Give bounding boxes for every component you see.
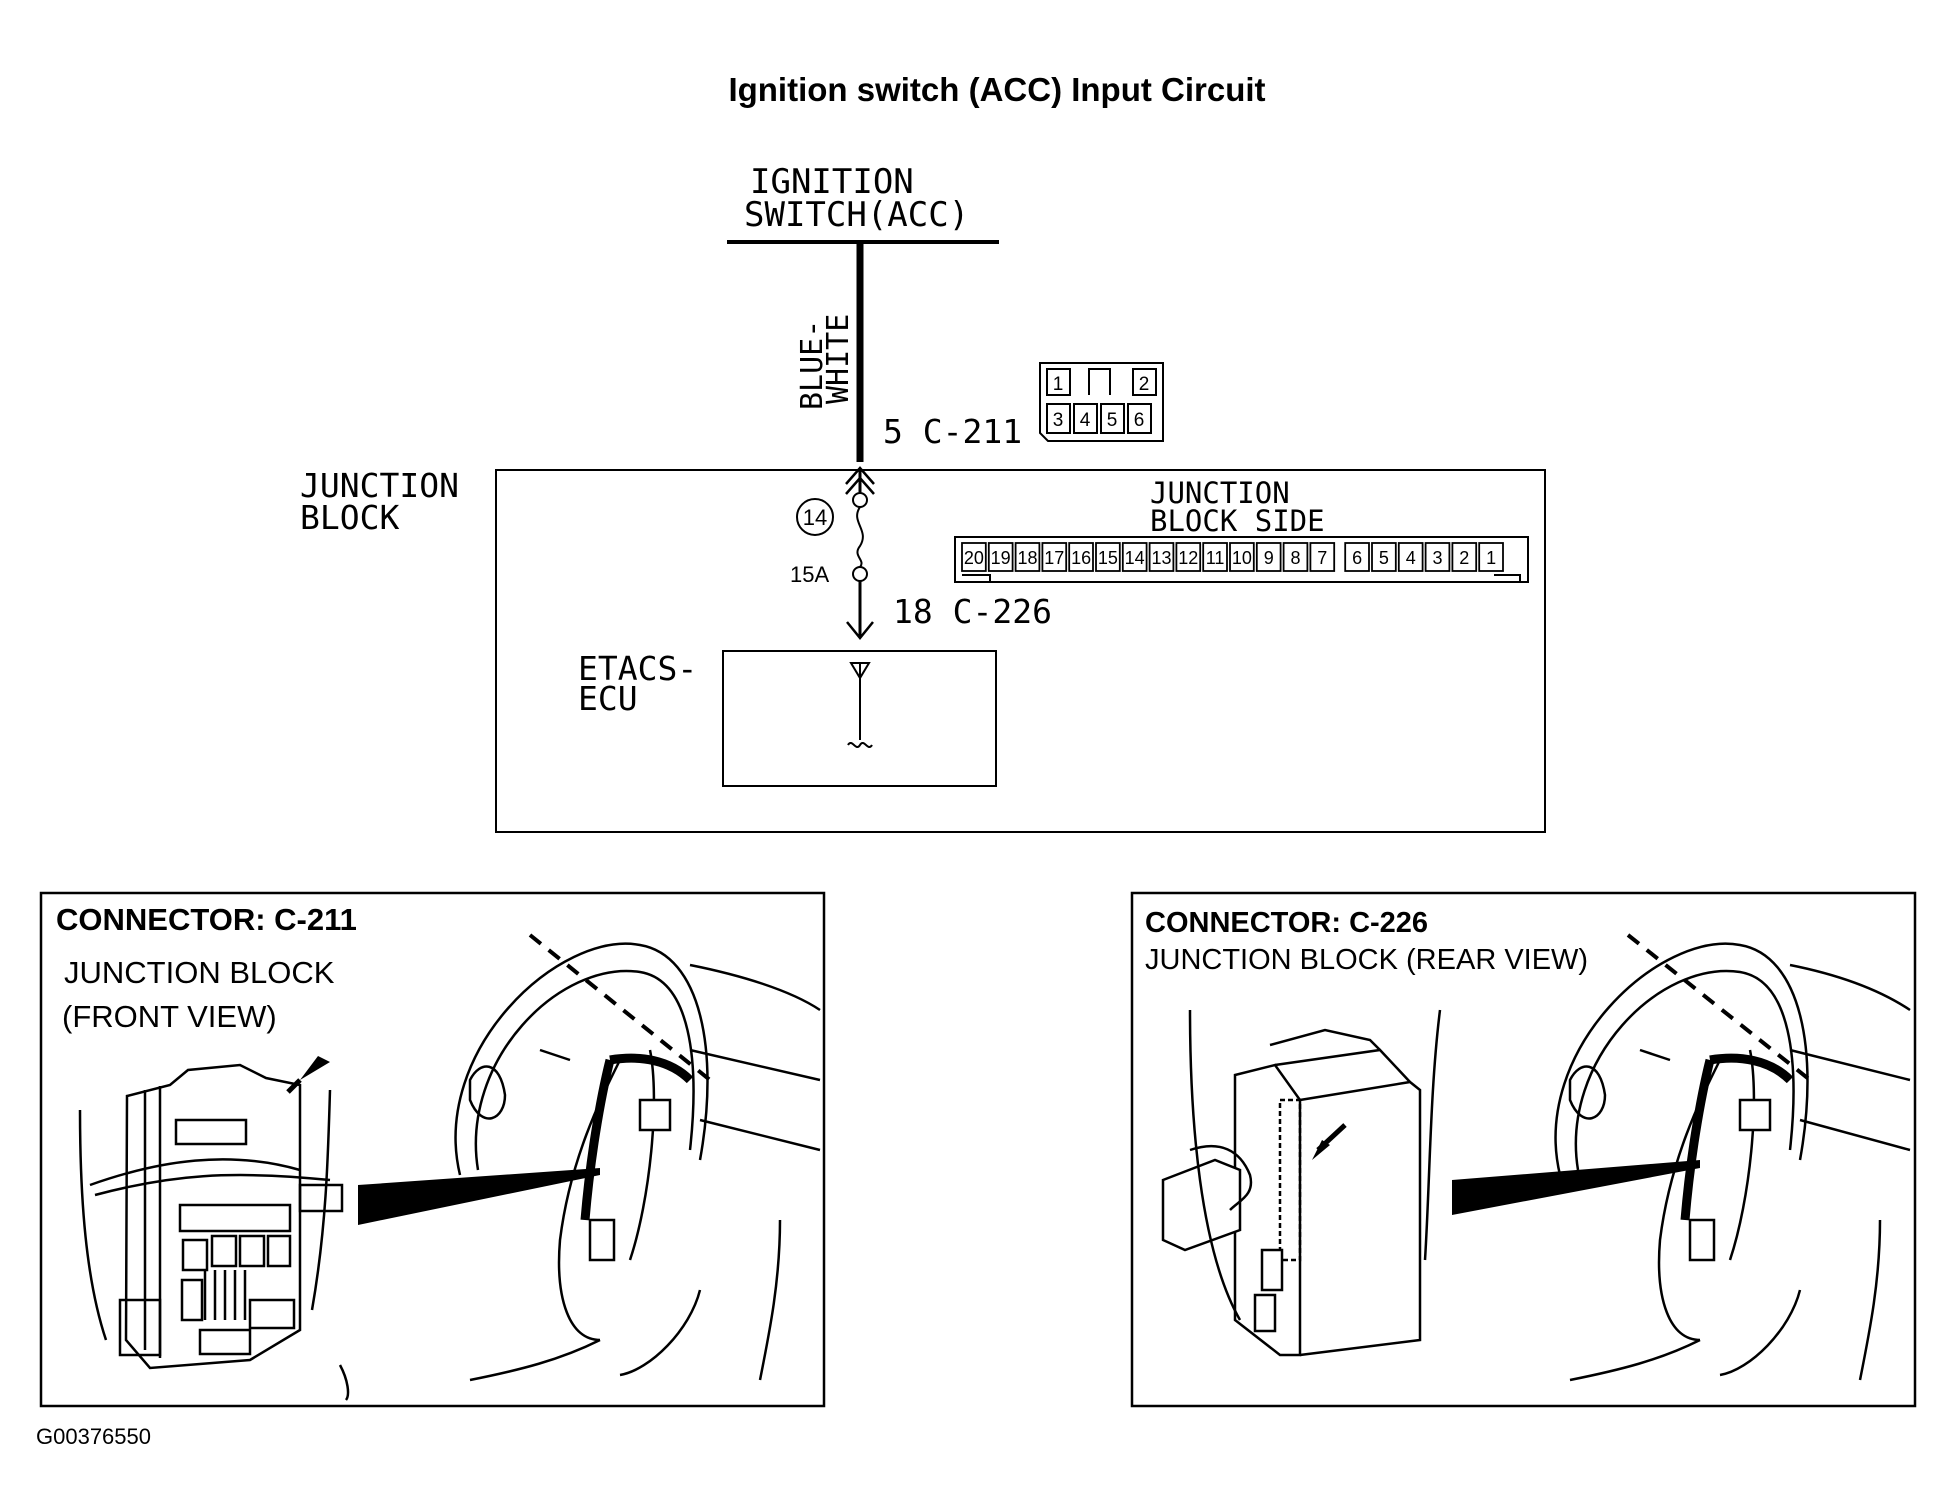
- jb-side-pin-label: 18: [1017, 548, 1037, 568]
- jb-side-pin-label: 15: [1098, 548, 1118, 568]
- jb-side-pin-label: 9: [1264, 548, 1274, 568]
- jb-side-pin-cell: [1397, 542, 1424, 572]
- panel-c226-line1: JUNCTION BLOCK (REAR VIEW): [1145, 944, 1588, 976]
- panel-c226-heading: CONNECTOR: C-226: [1145, 907, 1428, 939]
- junction-block-front-illustration: [78, 1063, 350, 1401]
- jb-side-pin-cell: [1041, 542, 1068, 572]
- jb-side-pin-cell: [1175, 542, 1202, 572]
- jb-side-pin-label: 17: [1044, 548, 1064, 568]
- jb-side-pin-cell: [1014, 542, 1041, 572]
- connector-c226-pin-label: 18 C-226: [893, 592, 1052, 631]
- fuse-rating: 15A: [790, 562, 829, 587]
- jb-side-pin-cell: [1478, 542, 1504, 572]
- wiring-harness-right: [1680, 1058, 1715, 1221]
- jb-side-pin-cell: [1068, 542, 1094, 572]
- panel-c211-frame: [39, 891, 826, 1408]
- fuse-number: 14: [803, 505, 827, 530]
- panel-c211-line2: (FRONT VIEW): [62, 999, 277, 1034]
- jb-side-pin-cell: [1255, 542, 1282, 572]
- ecu-internal-continuation: [847, 742, 873, 748]
- jb-side-pin-label: 19: [991, 548, 1011, 568]
- jb-side-label-line2: BLOCK SIDE: [1150, 504, 1325, 538]
- jb-side-pin-label: 12: [1178, 548, 1198, 568]
- jb-side-pin-cell: [1309, 542, 1336, 572]
- dashboard-illustration-left: [454, 933, 821, 1382]
- jb-side-pin-label: 13: [1151, 548, 1171, 568]
- junction-block-rear-illustration: [1161, 1009, 1442, 1357]
- jb-side-pin-label: 14: [1125, 548, 1145, 568]
- jb-side-pin-label: 11: [1206, 548, 1225, 568]
- dashboard-illustration-right: [1554, 933, 1911, 1382]
- etacs-ecu-box: [722, 650, 997, 787]
- jb-side-pin-cell: [1451, 542, 1478, 572]
- jb-side-pin-cell: [1121, 542, 1148, 572]
- c211-pin-1: 1: [1053, 374, 1064, 395]
- jb-side-pin-label: 20: [964, 548, 984, 568]
- jb-side-pin-label: 5: [1379, 548, 1389, 568]
- c211-pin-4: 4: [1080, 410, 1091, 431]
- fuse-terminal-top: [852, 492, 868, 508]
- jb-side-pin-label: 6: [1352, 548, 1362, 568]
- jb-side-pin-label: 16: [1071, 548, 1091, 568]
- panel-c211-heading: CONNECTOR: C-211: [56, 902, 357, 937]
- jb-side-pin-cell: [1282, 542, 1309, 572]
- jb-side-pin-cell: [1371, 542, 1397, 572]
- junction-block-pointer-arrow-left: [300, 1056, 330, 1080]
- jb-side-pin-cell: [1095, 542, 1121, 572]
- jb-side-pin-cell: [961, 542, 987, 572]
- jb-side-pin-cell: [987, 542, 1014, 572]
- jb-side-pin-cell: [1202, 542, 1228, 572]
- jb-side-pin-label: 3: [1432, 548, 1442, 568]
- junction-block-label-line2: BLOCK: [300, 498, 399, 537]
- c211-connector-face: 1 2 3 4 5 6: [1039, 362, 1164, 442]
- c211-pin-5: 5: [1107, 410, 1118, 431]
- panel-c226-frame: [1130, 891, 1917, 1408]
- c211-pin-2: 2: [1139, 374, 1150, 395]
- c211-pin-3: 3: [1053, 410, 1064, 431]
- connector-c211-pin-label: 5 C-211: [883, 412, 1022, 451]
- wiring-harness-left: [580, 1058, 615, 1221]
- jb-side-pin-cell: [1229, 542, 1255, 572]
- panel-c211-line1: JUNCTION BLOCK: [64, 955, 335, 990]
- c211-pin-6: 6: [1134, 410, 1145, 431]
- junction-block-outline: [495, 469, 1546, 833]
- panel-connector-c226: CONNECTOR: C-226 JUNCTION BLOCK (REAR VI…: [1130, 891, 1917, 1408]
- jb-side-label-line1: JUNCTION: [1150, 476, 1290, 510]
- ignition-switch-label-line2: SWITCH(ACC): [744, 195, 969, 235]
- jb-side-pin-cell: [1148, 542, 1175, 572]
- wire-color-line2: WHITE: [821, 314, 856, 404]
- jb-side-pin-label: 7: [1317, 548, 1327, 568]
- jb-side-pin-cell: [1424, 542, 1451, 572]
- panel-connector-c211: CONNECTOR: C-211 JUNCTION BLOCK (FRONT V…: [39, 891, 826, 1408]
- jb-side-pin-label: 10: [1232, 548, 1252, 568]
- fuse-terminal-bottom: [852, 566, 868, 582]
- jb-side-pin-label: 8: [1290, 548, 1300, 568]
- fuse-element: [856, 506, 864, 568]
- fuse-number-badge: [796, 498, 834, 536]
- jb-side-pin-cell: [1344, 542, 1370, 572]
- diagram-title: Ignition switch (ACC) Input Circuit: [728, 71, 1265, 108]
- junction-block-label-line1: JUNCTION: [300, 466, 459, 505]
- etacs-ecu-label-line2: ECU: [578, 679, 638, 718]
- figure-id: G00376550: [36, 1424, 151, 1449]
- schematic: IGNITION SWITCH(ACC) BLUE- WHITE 5 C-211…: [300, 162, 1546, 833]
- jb-side-pin-label: 4: [1406, 548, 1416, 568]
- connector-arrow-c226: [846, 621, 874, 640]
- zoom-wedge-left: [358, 1168, 600, 1225]
- jb-side-pin-label: 2: [1459, 548, 1469, 568]
- jb-side-pin-label: 1: [1486, 548, 1496, 568]
- etacs-ecu-label-line1: ETACS-: [578, 649, 697, 688]
- ignition-switch-label-line1: IGNITION: [750, 162, 914, 202]
- wire-color-line1: BLUE-: [795, 320, 830, 410]
- zoom-wedge-right: [1452, 1160, 1700, 1215]
